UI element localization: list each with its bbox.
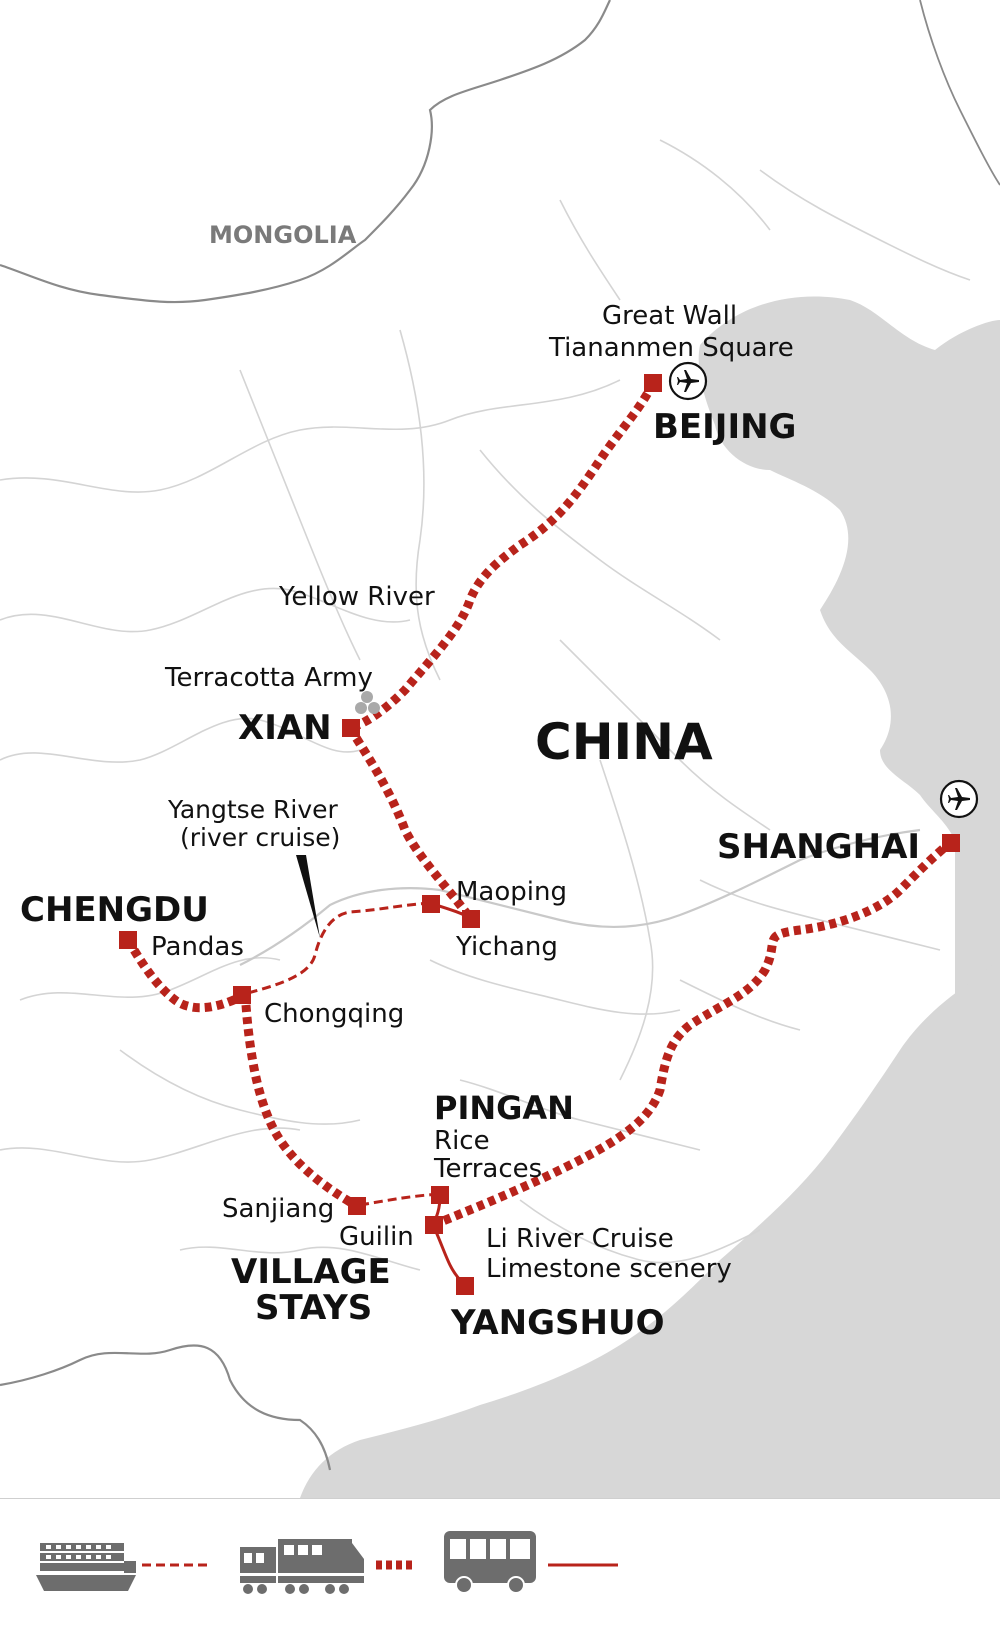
stop-xian (342, 719, 360, 737)
boat-icon-windows (46, 1545, 111, 1559)
label-yellow-river: Yellow River (278, 582, 435, 612)
border-north (0, 0, 611, 304)
label-terracotta: Terracotta Army (164, 663, 373, 693)
stop-chongqing (233, 986, 251, 1004)
terracotta-army-marker (355, 691, 380, 714)
label-tiananmen: Tiananmen Square (548, 333, 794, 363)
train-route-xian-yichang (346, 725, 474, 921)
stop-sanjiang (348, 1197, 366, 1215)
label-sanjiang: Sanjiang (222, 1194, 334, 1224)
boat-route-sanjiang-pingan (359, 1192, 441, 1207)
legend (0, 1498, 1000, 1632)
yangtse-pointer (296, 855, 320, 938)
stop-chengdu (119, 931, 137, 949)
label-shanghai: SHANGHAI (717, 827, 920, 867)
train-route-chongqing-sanjiang (241, 1004, 358, 1209)
label-yangshuo: YANGSHUO (450, 1303, 665, 1343)
label-yangtse-2: (river cruise) (180, 823, 340, 852)
train-icon-windows (240, 1545, 364, 1576)
stop-markers (119, 374, 960, 1295)
stop-guilin (425, 1216, 443, 1234)
label-rice-2: Terraces (433, 1154, 542, 1184)
label-pingan: PINGAN (434, 1089, 574, 1127)
boat-route-yangtse (239, 901, 431, 997)
train-route-guilin-shanghai (431, 839, 953, 1230)
label-maoping: Maoping (456, 877, 567, 907)
boat-icon (36, 1543, 136, 1591)
bus-icon (444, 1531, 536, 1594)
label-li-river-1: Li River Cruise (486, 1224, 674, 1254)
label-village: VILLAGE (231, 1252, 391, 1292)
label-xian: XIAN (238, 708, 332, 748)
train-route-chengdu-chongqing (124, 937, 245, 1013)
stop-shanghai (942, 834, 960, 852)
airplane-icon (939, 779, 979, 819)
routes (124, 381, 953, 1287)
label-china: CHINA (535, 713, 713, 771)
province-lines (0, 139, 971, 1271)
airplane-icon (668, 361, 708, 401)
bohai-sea (698, 296, 1000, 1011)
stop-yichang (462, 910, 480, 928)
label-rice-1: Rice (434, 1126, 490, 1156)
south-china-sea (300, 960, 1000, 1498)
stop-maoping (422, 895, 440, 913)
map-canvas: MONGOLIA CHINA Great Wall Tiananmen Squa… (0, 0, 1000, 1498)
label-yangtse-1: Yangtse River (167, 795, 339, 824)
label-chongqing: Chongqing (264, 999, 404, 1029)
label-great-wall: Great Wall (602, 301, 737, 331)
train-route-beijing-xian (348, 381, 658, 733)
label-yichang: Yichang (455, 932, 558, 962)
sea-areas (300, 296, 1000, 1498)
label-beijing: BEIJING (653, 407, 796, 447)
border-south (0, 1344, 332, 1471)
label-guilin: Guilin (339, 1222, 414, 1252)
border-east (919, 0, 1000, 186)
yangtze-river (239, 828, 921, 966)
legend-canvas (36, 1531, 618, 1594)
stop-pingan (431, 1186, 449, 1204)
stop-beijing (644, 374, 662, 392)
label-li-river-2: Limestone scenery (486, 1254, 732, 1284)
label-stays: STAYS (255, 1288, 372, 1328)
stop-yangshuo (456, 1277, 474, 1295)
label-mongolia: MONGOLIA (209, 221, 357, 249)
label-pandas: Pandas (151, 932, 244, 962)
label-chengdu: CHENGDU (20, 890, 209, 930)
